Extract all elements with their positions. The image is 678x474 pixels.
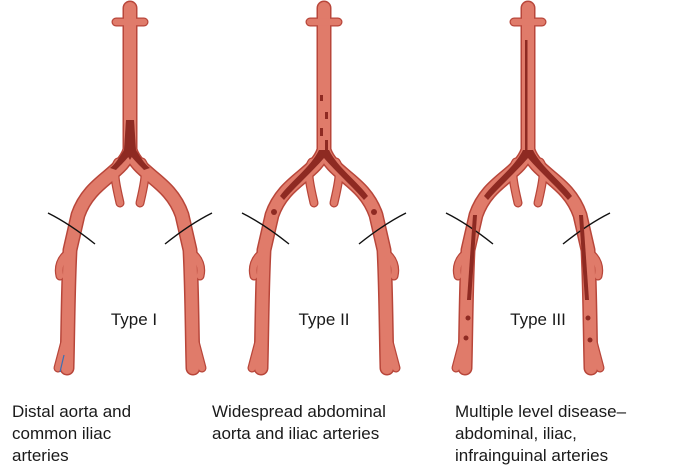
caption-line: infrainguinal arteries	[455, 445, 626, 467]
panel-type-1: Type I	[48, 8, 212, 372]
aortoiliac-disease-diagram: Type I Type II Type III	[0, 0, 678, 400]
type-label: Type II	[298, 310, 349, 329]
caption-line: abdominal, iliac,	[455, 423, 626, 445]
panel-type-2: Type II	[242, 8, 406, 368]
caption-type-2: Widespread abdominal aorta and iliac art…	[212, 401, 386, 445]
caption-line: Multiple level disease–	[455, 401, 626, 423]
type-label: Type III	[510, 310, 566, 329]
caption-type-1: Distal aorta and common iliac arteries	[12, 401, 131, 467]
panel-type-3: Type III	[446, 8, 610, 368]
caption-line: common iliac	[12, 423, 131, 445]
caption-line: Widespread abdominal	[212, 401, 386, 423]
caption-line: arteries	[12, 445, 131, 467]
caption-line: Distal aorta and	[12, 401, 131, 423]
caption-type-3: Multiple level disease– abdominal, iliac…	[455, 401, 626, 467]
type-label: Type I	[111, 310, 157, 329]
caption-line: aorta and iliac arteries	[212, 423, 386, 445]
